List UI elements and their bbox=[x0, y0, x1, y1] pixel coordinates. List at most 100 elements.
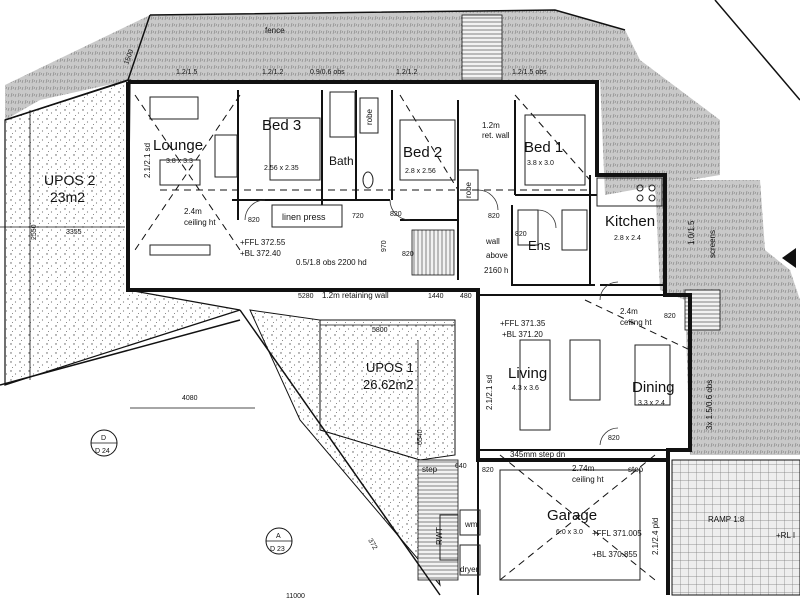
room-name-bed2: Bed 2 bbox=[403, 144, 442, 161]
dim-970: 970 bbox=[381, 240, 388, 252]
room-size-garage: 6.0 x 3.0 bbox=[556, 529, 583, 536]
room-name-dining: Dining bbox=[632, 379, 675, 396]
dining-table bbox=[634, 344, 671, 406]
upos2-name: UPOS 2 bbox=[44, 172, 96, 188]
obs-hd-label: 0.5/1.8 obs 2200 hd bbox=[296, 258, 367, 267]
sofa bbox=[149, 96, 199, 120]
bed2-bed bbox=[399, 119, 456, 181]
room-labels: Lounge 3.8 x 3.3 Bed 3 2.56 x 2.35 Bath … bbox=[153, 117, 675, 536]
dryer-label: dryer bbox=[460, 565, 479, 574]
inner-walls bbox=[232, 90, 690, 595]
upos1-area-value: 26.62m2 bbox=[363, 377, 414, 392]
dim-1440: 1440 bbox=[428, 293, 444, 300]
living-armchair bbox=[569, 339, 601, 401]
ceiling-height-3: 2.74m bbox=[572, 464, 595, 473]
area-labels: UPOS 2 23m2 UPOS 1 26.62m2 bbox=[44, 172, 414, 392]
upos1-name: UPOS 1 bbox=[366, 360, 414, 375]
ramp-label: RAMP 1:8 bbox=[708, 515, 745, 524]
dim-372: 372 bbox=[366, 538, 378, 552]
linen-press bbox=[271, 204, 343, 228]
dim-3355: 3355 bbox=[66, 229, 82, 236]
dim-820-2: 820 bbox=[390, 211, 402, 218]
garden-area-right bbox=[655, 180, 800, 455]
stair-top bbox=[461, 14, 503, 81]
dim-480: 480 bbox=[460, 293, 472, 300]
room-name-lounge: Lounge bbox=[153, 137, 203, 154]
ffl-2: +FFL 371.35 bbox=[500, 319, 546, 328]
bath-tub bbox=[329, 91, 356, 138]
wall-above-3: 2160 h bbox=[484, 266, 508, 275]
room-name-bed1: Bed 1 bbox=[524, 139, 563, 156]
fence-label: fence bbox=[265, 26, 285, 35]
dim-5280: 5280 bbox=[298, 293, 314, 300]
dim-820-8: 820 bbox=[515, 231, 527, 238]
rwt-label: RWT bbox=[435, 527, 444, 545]
dim-820-4: 820 bbox=[402, 251, 414, 258]
deck-right bbox=[671, 459, 800, 596]
bed3-bed bbox=[269, 117, 321, 181]
wall-above-1: wall bbox=[485, 237, 500, 246]
dim-2550: 2550 bbox=[31, 224, 38, 240]
living-sofa bbox=[519, 339, 551, 431]
section-a-letter: A bbox=[276, 533, 281, 540]
room-name-kitchen: Kitchen bbox=[605, 213, 655, 230]
rl-label: +RL I bbox=[776, 531, 795, 540]
garage-car bbox=[499, 469, 641, 581]
ens-shower bbox=[561, 209, 588, 251]
window-label-5: 2.1/2.4 pld bbox=[651, 518, 660, 555]
dim-820-3: 820 bbox=[488, 213, 500, 220]
room-name-bed3: Bed 3 bbox=[262, 117, 301, 134]
room-size-kitchen: 2.8 x 2.4 bbox=[614, 235, 641, 242]
ffl-3: +FFL 371.005 bbox=[592, 529, 642, 538]
dim-4080: 4080 bbox=[182, 395, 198, 402]
dim-820-7: 820 bbox=[482, 467, 494, 474]
section-d-sheet: D 24 bbox=[95, 448, 110, 455]
bl-2: +BL 371.20 bbox=[502, 330, 543, 339]
bl-1: +BL 372.40 bbox=[240, 249, 281, 258]
room-size-bed2: 2.8 x 2.56 bbox=[405, 168, 436, 175]
dim-top-4: 1.2/1.2 bbox=[396, 69, 418, 76]
room-size-bed3: 2.56 x 2.35 bbox=[264, 165, 299, 172]
ceiling-height-1: 2.4m bbox=[184, 207, 202, 216]
ceiling-height-2: 2.4m bbox=[620, 307, 638, 316]
retaining-wall-label: 1.2m retaining wall bbox=[322, 291, 389, 300]
upos2-area-value: 23m2 bbox=[50, 189, 85, 205]
dim-5800: 5800 bbox=[372, 327, 388, 334]
dim-top-1: 1.2/1.5 bbox=[176, 69, 198, 76]
ceiling-label-2: ceiling ht bbox=[620, 318, 652, 327]
dimension-labels: 1.2/1.5 1.2/1.2 0.9/0.6 obs 1.2/1.2 1.2/… bbox=[31, 49, 676, 600]
dimension-lines bbox=[0, 110, 478, 455]
step-label-1: step bbox=[422, 465, 438, 474]
section-d-letter: D bbox=[101, 435, 106, 442]
section-marker-d: D D 24 bbox=[90, 429, 118, 457]
notes: fence linen press robe robe 1.2m ret. wa… bbox=[143, 26, 795, 574]
dim-820-6: 820 bbox=[608, 435, 620, 442]
door-swings bbox=[244, 189, 619, 446]
dim-720: 720 bbox=[352, 213, 364, 220]
garden-area-top bbox=[5, 10, 720, 195]
kitchen-bench bbox=[596, 177, 663, 207]
window-label-2: 3x 1.5/0.6 obs bbox=[705, 380, 714, 430]
dryer-unit bbox=[459, 544, 481, 576]
dim-1500: 1500 bbox=[123, 49, 135, 66]
robe-2 bbox=[457, 169, 479, 201]
ffl-1: +FFL 372.55 bbox=[240, 238, 286, 247]
fixtures bbox=[149, 91, 671, 581]
site-regions bbox=[4, 10, 800, 596]
rwt-tank bbox=[439, 514, 459, 561]
ret-wall-label: ret. wall bbox=[482, 131, 510, 140]
step-dn-label: 345mm step dn bbox=[510, 450, 565, 459]
room-size-lounge: 3.8 x 3.3 bbox=[166, 158, 193, 165]
ceiling-label-3: ceiling ht bbox=[572, 475, 604, 484]
bl-3: +BL 370.855 bbox=[592, 550, 638, 559]
ens-vanity bbox=[517, 209, 539, 246]
window-label-1: 1.0/1.5 bbox=[687, 220, 696, 245]
window-label-3: 2.1/2.1 sd bbox=[143, 143, 152, 178]
toilet bbox=[362, 171, 374, 189]
room-size-bed1: 3.8 x 3.0 bbox=[527, 160, 554, 167]
wall-above-2: above bbox=[486, 251, 508, 260]
room-name-garage: Garage bbox=[547, 507, 597, 524]
room-name-ens: Ens bbox=[528, 238, 551, 253]
